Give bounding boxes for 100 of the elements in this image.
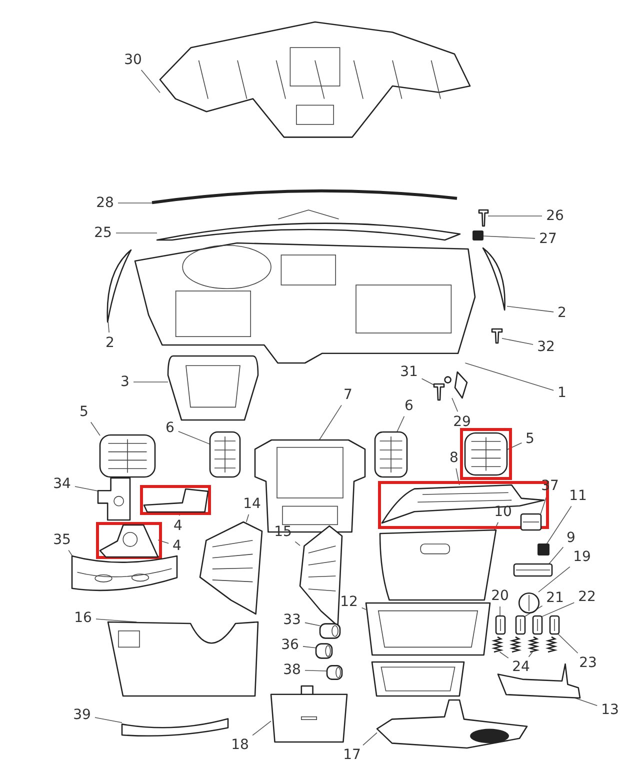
hinge-clip-drawing <box>533 616 542 634</box>
callout-number: 9 <box>566 530 576 546</box>
leader-line <box>302 646 316 648</box>
connector-drawing <box>327 664 342 681</box>
callout-number: 2 <box>106 335 114 351</box>
leader-line <box>528 652 533 658</box>
bumper-drawing <box>538 544 549 555</box>
leader-line <box>464 362 554 391</box>
callout-number: 13 <box>601 702 619 718</box>
leader-line <box>538 566 570 592</box>
end-cap-drawing <box>483 248 507 310</box>
callout-number: 12 <box>340 594 358 610</box>
leader-line <box>548 546 564 564</box>
callout-number: 32 <box>537 339 555 355</box>
callout-number: 30 <box>124 52 142 68</box>
callout-number: 31 <box>400 364 418 380</box>
leader-line <box>318 404 342 440</box>
callout-number: 4 <box>172 538 182 554</box>
socket-drawing <box>316 642 332 660</box>
leader-line <box>502 338 534 345</box>
clip-drawing <box>443 372 467 398</box>
storage-bin-drawing <box>271 686 347 742</box>
trim-panel-drawing <box>100 525 158 557</box>
callout-number: 39 <box>73 707 91 723</box>
leader-line <box>506 442 522 450</box>
callout-number: 23 <box>579 655 597 671</box>
trim-panel-drawing <box>382 485 544 523</box>
leader-line <box>294 541 300 546</box>
callout-number: 35 <box>53 532 71 548</box>
glove-box-bin-drawing <box>366 603 490 655</box>
lock-drawing <box>518 592 540 614</box>
callout-number: 8 <box>450 450 458 466</box>
callout-number: 24 <box>512 659 530 675</box>
leader-line <box>546 506 572 544</box>
callout-number: 25 <box>94 225 112 241</box>
spring-drawing <box>530 637 537 652</box>
leader-line <box>96 618 137 622</box>
hinge-clip-drawing <box>550 616 559 634</box>
leader-line <box>558 634 578 654</box>
callout-number: 34 <box>53 476 71 492</box>
leader-line <box>118 202 152 204</box>
callout-number: 18 <box>231 737 249 753</box>
callout-number: 16 <box>74 610 92 626</box>
cluster-bezel-drawing <box>168 356 258 420</box>
leader-line <box>252 720 272 736</box>
reinforcement-drawing <box>122 717 228 735</box>
callout-number: 26 <box>546 208 564 224</box>
callout-number: 6 <box>404 398 414 414</box>
socket-drawing <box>320 622 340 640</box>
air-outlet-drawing <box>210 432 240 477</box>
leader-line <box>361 607 366 610</box>
callout-number: 7 <box>344 387 352 403</box>
defroster-panel-drawing <box>157 210 460 240</box>
leader-line <box>482 236 536 239</box>
leader-line <box>116 232 158 234</box>
hinge-clip-drawing <box>496 616 505 634</box>
leader-line <box>542 602 575 617</box>
leader-line <box>540 496 547 514</box>
callout-number: 22 <box>578 589 596 605</box>
push-pin-drawing <box>434 382 444 400</box>
leader-line <box>304 670 328 672</box>
leader-line <box>90 422 100 436</box>
callout-number: 21 <box>546 590 564 606</box>
leader-line <box>246 514 250 522</box>
console-panel-drawing <box>200 522 262 614</box>
callout-number: 5 <box>80 404 88 420</box>
weatherstrip-drawing <box>152 190 457 204</box>
callout-number: 36 <box>281 637 299 653</box>
lower-panel-drawing <box>108 622 258 696</box>
leader-line <box>94 717 122 724</box>
knee-panel-drawing <box>72 556 177 592</box>
spring-drawing <box>494 637 501 652</box>
switch-drawing <box>98 478 130 520</box>
leader-line <box>158 540 169 544</box>
callout-number: 28 <box>96 195 114 211</box>
leader-line <box>108 322 110 333</box>
air-outlet-drawing <box>375 432 407 477</box>
console-panel-drawing <box>300 526 342 626</box>
leader-line <box>74 486 98 492</box>
callout-number: 11 <box>569 488 587 504</box>
callout-number: 19 <box>573 549 591 565</box>
leader-line <box>178 430 210 445</box>
leader-line <box>506 306 554 312</box>
leader-line <box>452 398 458 412</box>
callout-number: 6 <box>166 420 174 436</box>
callout-number: 2 <box>558 305 566 321</box>
leader-line <box>362 732 378 746</box>
bracket-drawing <box>521 514 541 530</box>
strap-drawing <box>514 564 552 576</box>
callout-number: 4 <box>174 518 182 534</box>
leader-line <box>421 378 434 386</box>
screw-drawing <box>492 327 502 343</box>
leader-line <box>499 652 509 658</box>
leader-line <box>524 605 543 617</box>
clip-drawing <box>473 231 483 240</box>
push-pin-drawing <box>479 208 488 226</box>
leader-line <box>574 698 598 706</box>
callout-number: 17 <box>343 747 361 763</box>
instrument-panel-drawing <box>135 243 475 363</box>
callout-number: 38 <box>283 662 301 678</box>
